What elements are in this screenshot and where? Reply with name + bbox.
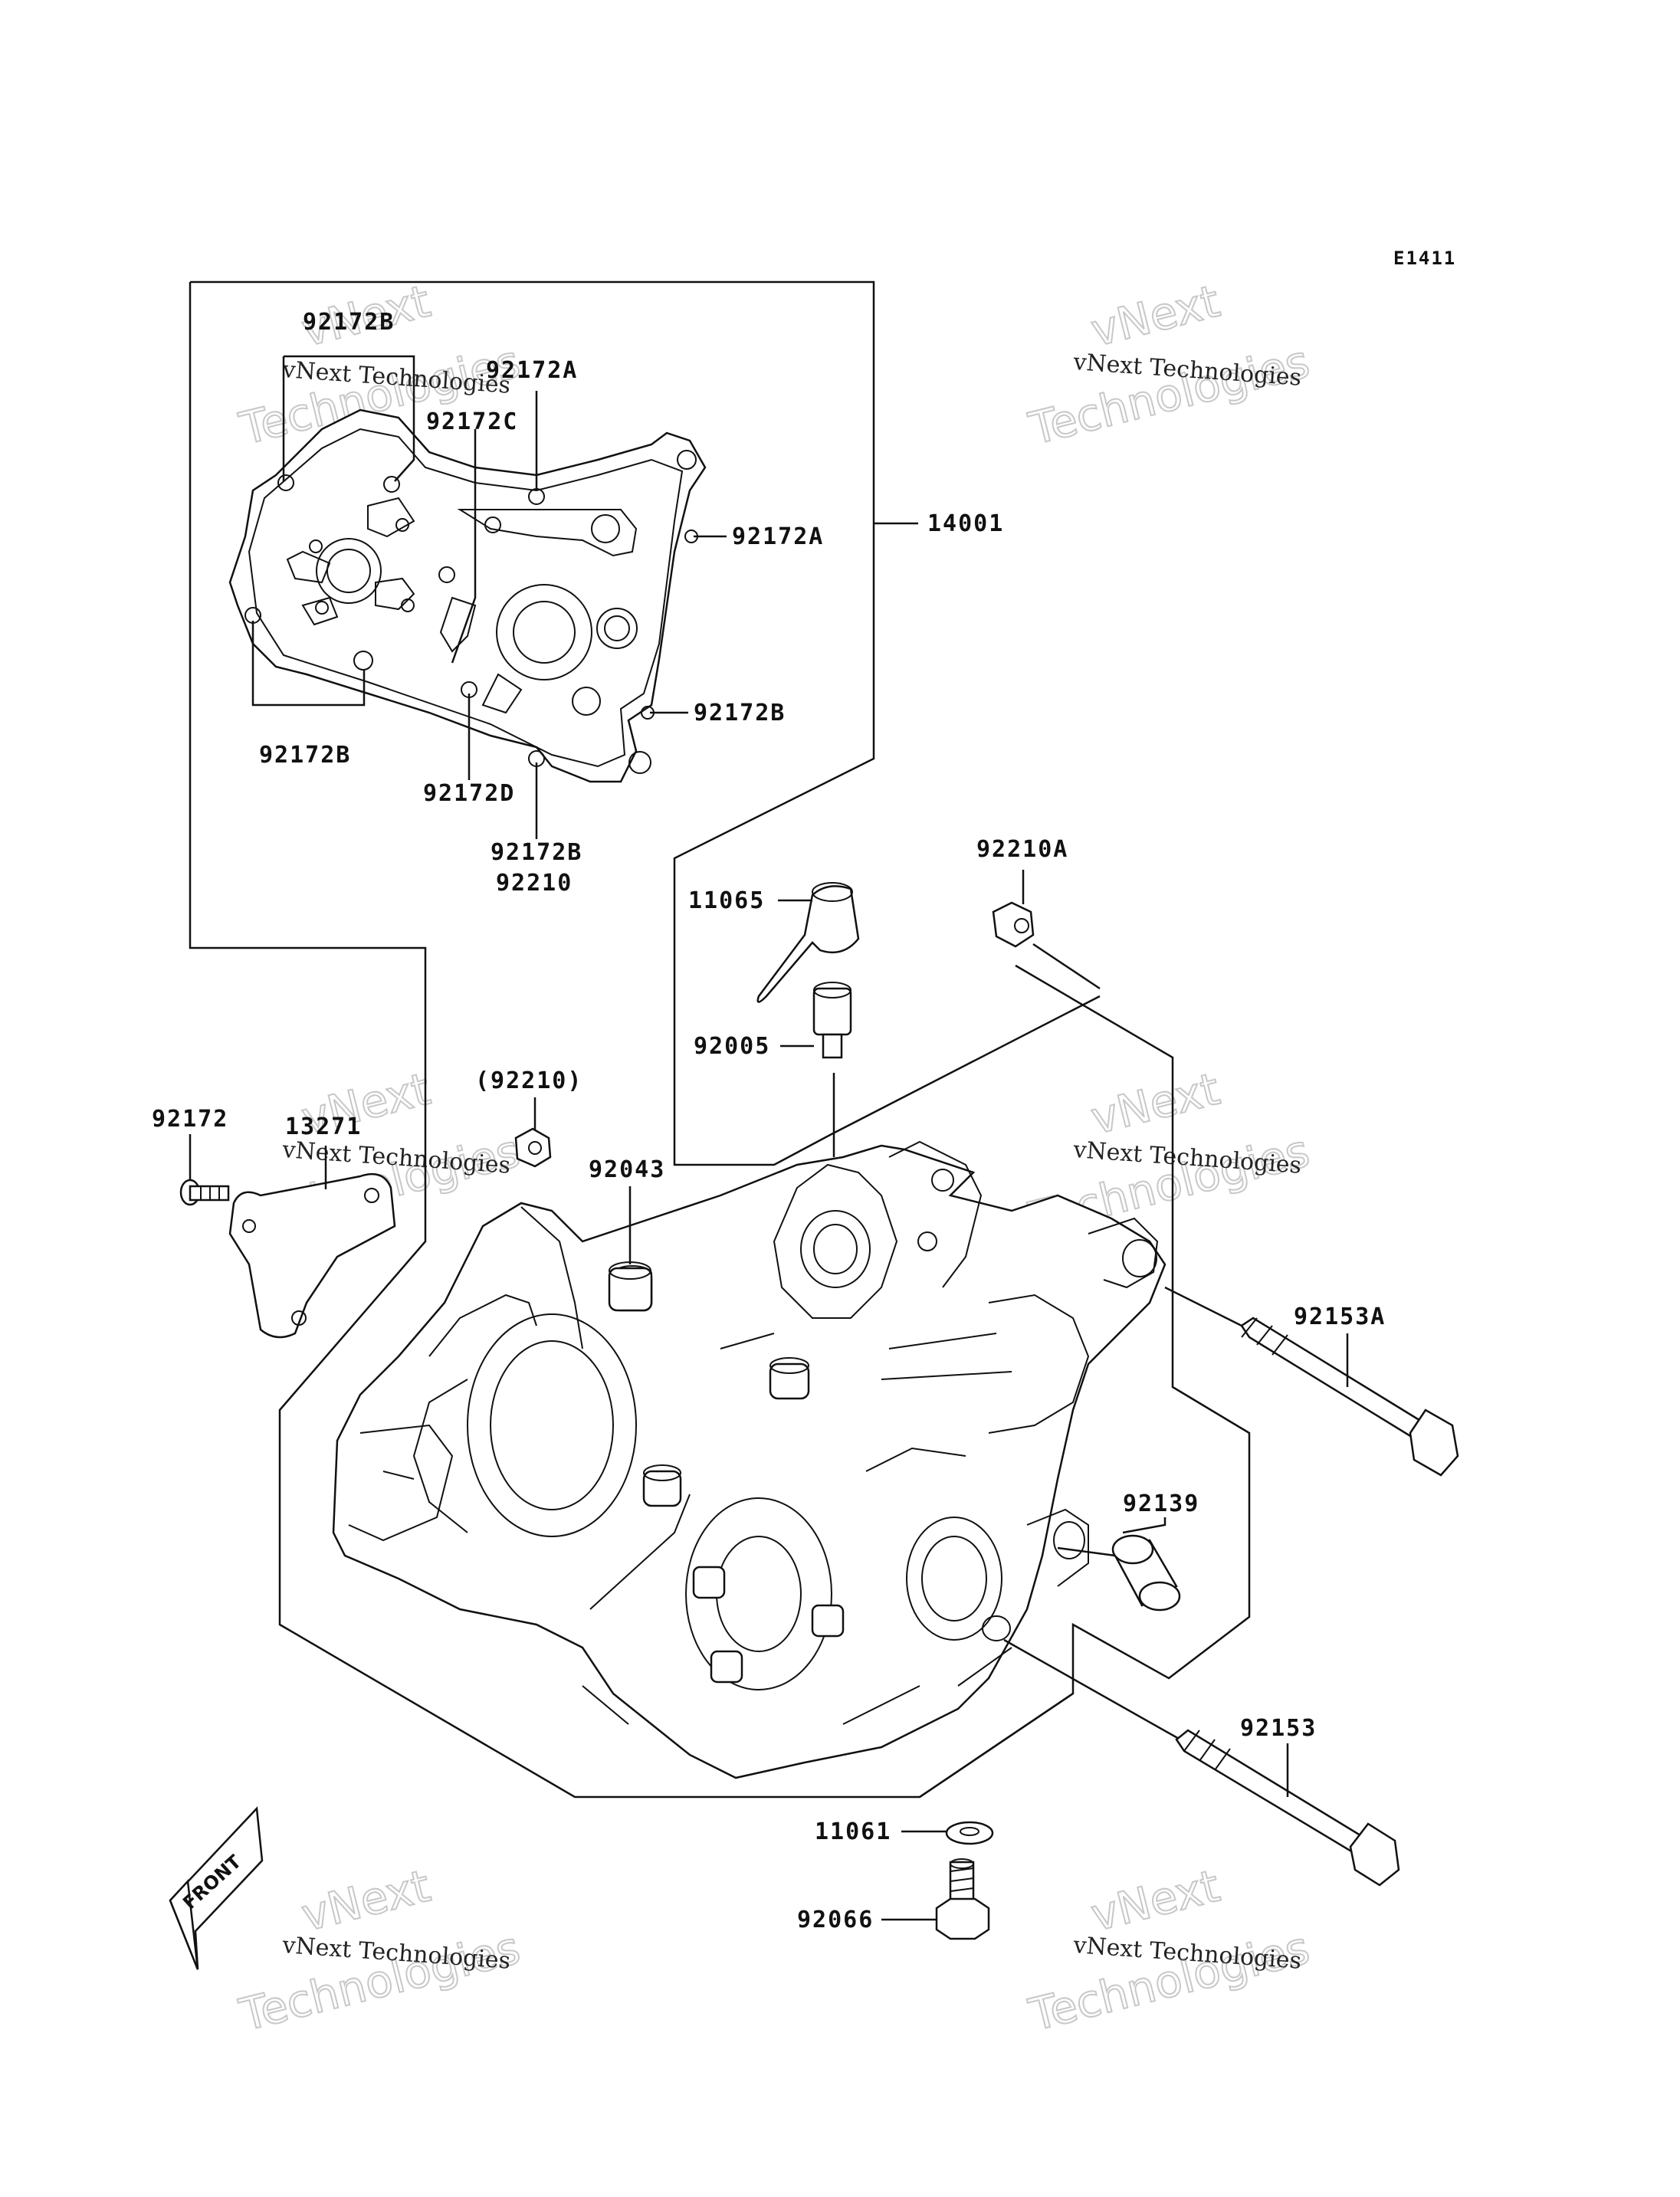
label-92005: 92005 bbox=[694, 1033, 770, 1060]
bolt-92153 bbox=[1003, 1638, 1400, 1887]
gasket-callout-leaders bbox=[251, 355, 918, 839]
fitting-92005 bbox=[780, 982, 852, 1157]
watermark-big-top: vNext bbox=[1086, 1063, 1225, 1145]
crankcase-body bbox=[332, 1140, 1166, 1779]
label-92153: 92153 bbox=[1240, 1715, 1317, 1742]
diagram-code: E1411 bbox=[1393, 248, 1456, 269]
label-92172B-right: 92172B bbox=[694, 700, 786, 726]
watermark-bottom-left: vNext Technologies vNext Technologies bbox=[234, 1859, 526, 2042]
watermark-bottom-right: vNext Technologies vNext Technologies bbox=[1023, 1859, 1315, 2042]
label-92066: 92066 bbox=[797, 1907, 874, 1933]
plate-13271 bbox=[228, 1146, 396, 1339]
label-92139: 92139 bbox=[1123, 1490, 1199, 1517]
screw-92172 bbox=[179, 1134, 230, 1206]
label-92172: 92172 bbox=[152, 1106, 228, 1133]
bracket-11065 bbox=[756, 882, 860, 1003]
dowel-92043 bbox=[608, 1186, 653, 1312]
label-92153A: 92153A bbox=[1294, 1303, 1386, 1330]
label-92172B-left: 92172B bbox=[259, 742, 351, 769]
watermark-top-right: vNext Technologies vNext Technologies bbox=[1023, 274, 1315, 456]
label-92172D: 92172D bbox=[423, 780, 515, 807]
label-92172A-top: 92172A bbox=[486, 357, 578, 384]
watermark-big-top: vNext bbox=[1086, 275, 1225, 357]
crankcase-gasket bbox=[228, 408, 707, 783]
washer-11061 bbox=[901, 1821, 994, 1845]
label-92172A-right: 92172A bbox=[732, 523, 824, 550]
label-92210: 92210 bbox=[496, 870, 573, 897]
watermark-big-top: vNext bbox=[1086, 1860, 1225, 1942]
nut-92210-ref bbox=[514, 1097, 552, 1168]
label-92210A: 92210A bbox=[976, 836, 1068, 863]
bolt-92066 bbox=[881, 1858, 990, 1940]
label-92210-paren: (92210) bbox=[475, 1067, 582, 1094]
assembly-boundary-right-tail bbox=[919, 1692, 1074, 1799]
watermark-big-bottom: Technologies bbox=[1024, 335, 1314, 454]
watermark-big-top: vNext bbox=[297, 1860, 435, 1942]
label-11061: 11061 bbox=[815, 1818, 891, 1845]
nut-92210A bbox=[992, 870, 1101, 990]
label-92172C: 92172C bbox=[426, 408, 518, 435]
label-92172B-top: 92172B bbox=[303, 309, 395, 336]
bolt-92153A bbox=[1164, 1286, 1459, 1477]
assembly-boundary bbox=[190, 280, 1101, 1166]
label-92043: 92043 bbox=[589, 1156, 665, 1183]
label-14001: 14001 bbox=[927, 510, 1004, 537]
label-92172B-bottom: 92172B bbox=[491, 839, 582, 866]
label-11065: 11065 bbox=[688, 887, 765, 914]
label-13271: 13271 bbox=[285, 1113, 362, 1140]
front-arrow: FRONT bbox=[169, 1806, 264, 1970]
collar-92139 bbox=[1057, 1517, 1181, 1612]
